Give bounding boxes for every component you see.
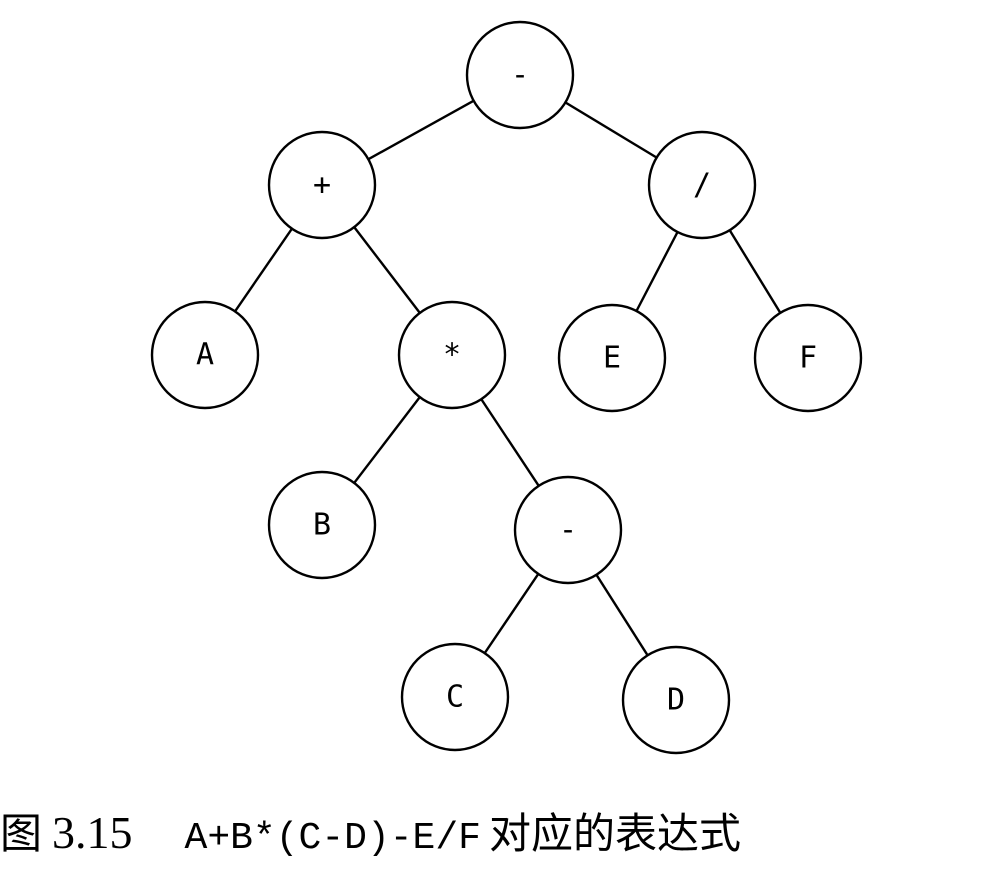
tree-node-inner-minus: - xyxy=(513,475,623,585)
caption-figure-word: 图 xyxy=(0,809,43,858)
node-circle-divide xyxy=(647,130,757,240)
node-circle-f xyxy=(753,303,863,413)
node-circle-inner-minus xyxy=(513,475,623,585)
caption-figure-number: 3.15 xyxy=(52,807,133,858)
caption-expression: A+B*(C-D)-E/F xyxy=(184,817,481,860)
node-label-root-minus: - xyxy=(511,58,529,93)
tree-nodes: - + / A * E F B - C D xyxy=(150,20,863,755)
node-label-plus: + xyxy=(313,168,331,203)
node-circle-b xyxy=(267,470,377,580)
expression-tree: - + / A * E F B - C D xyxy=(150,20,863,755)
tree-node-plus: + xyxy=(267,130,377,240)
node-label-d: D xyxy=(667,683,685,718)
node-label-f: F xyxy=(799,341,817,376)
node-label-e: E xyxy=(603,341,621,376)
tree-node-a: A xyxy=(150,300,260,410)
tree-node-f: F xyxy=(753,303,863,413)
node-label-times: * xyxy=(443,338,461,373)
tree-node-b: B xyxy=(267,470,377,580)
tree-node-root-minus: - xyxy=(465,20,575,130)
caption-description: 对应的表达式 xyxy=(488,809,741,858)
node-circle-a xyxy=(150,300,260,410)
node-circle-root-minus xyxy=(465,20,575,130)
node-label-a: A xyxy=(196,338,214,373)
node-circle-d xyxy=(621,645,731,755)
node-circle-plus xyxy=(267,130,377,240)
tree-node-times: * xyxy=(397,300,507,410)
tree-node-e: E xyxy=(557,303,667,413)
node-label-b: B xyxy=(313,508,331,543)
node-circle-e xyxy=(557,303,667,413)
tree-node-c: C xyxy=(400,642,510,752)
node-circle-c xyxy=(400,642,510,752)
tree-node-d: D xyxy=(621,645,731,755)
node-circle-times xyxy=(397,300,507,410)
node-label-c: C xyxy=(446,680,464,715)
node-label-divide: / xyxy=(693,168,711,203)
tree-node-divide: / xyxy=(647,130,757,240)
node-label-inner-minus: - xyxy=(559,513,577,548)
